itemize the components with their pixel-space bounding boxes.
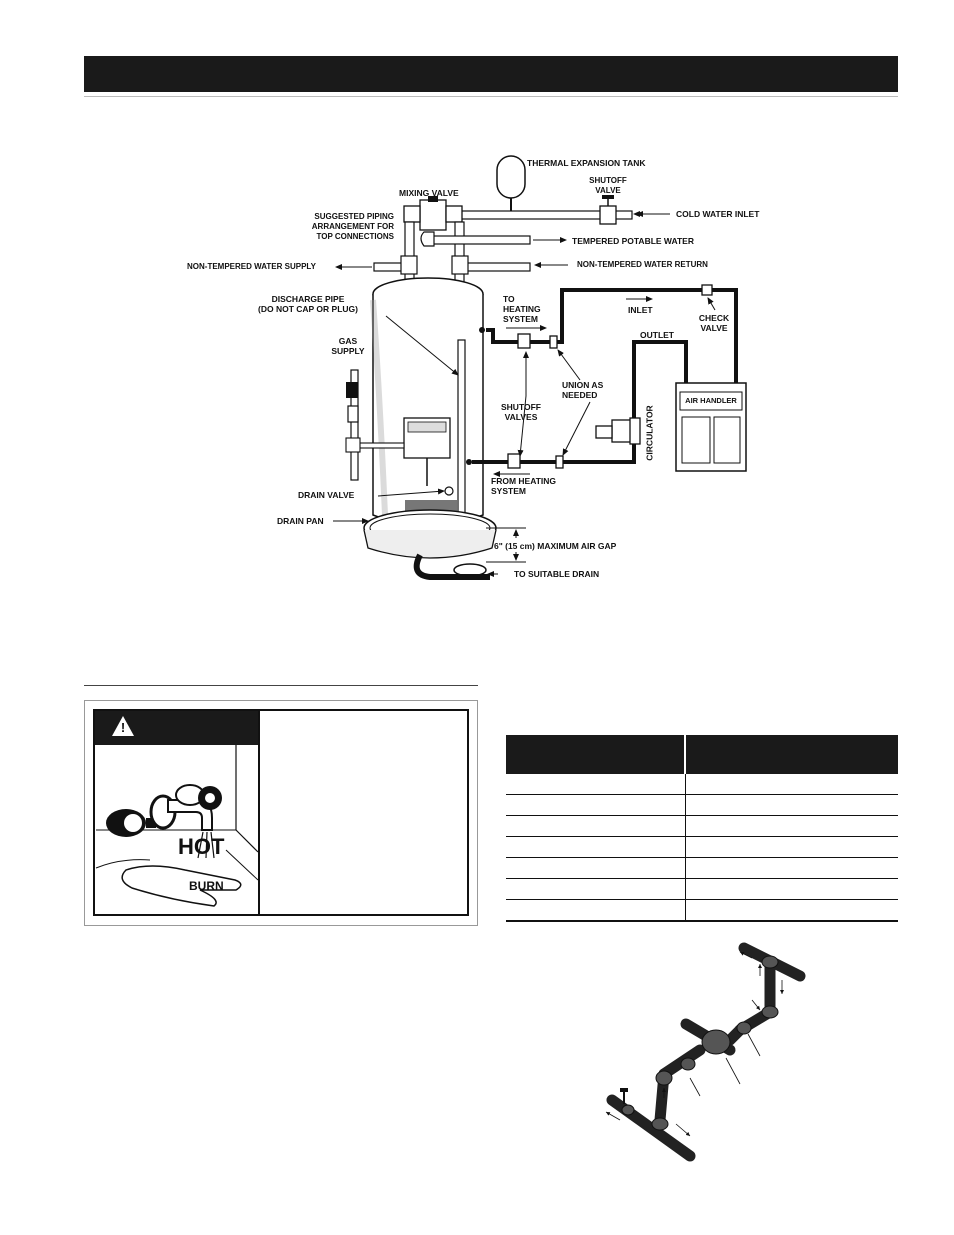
shutoff-valve-top	[599, 195, 617, 225]
label-from-heating-system: FROM HEATING SYSTEM	[491, 476, 557, 496]
label-shutoff-valve: SHUTOFF VALVE	[589, 176, 627, 195]
label-to-heating-system: TO HEATING SYSTEM	[503, 294, 541, 324]
union-lower	[555, 455, 564, 469]
shutoff-valve-lower	[507, 453, 521, 469]
section-rule	[84, 685, 478, 686]
table-row	[506, 774, 898, 795]
warning-box	[93, 709, 469, 916]
union-upper	[549, 335, 558, 349]
label-union-as-needed: UNION AS NEEDED	[562, 380, 604, 400]
table-row	[506, 815, 898, 837]
heating-loop	[472, 288, 738, 464]
label-shutoff-valves: SHUTOFF VALVES	[501, 402, 541, 422]
faucet-handle-left-icon	[106, 809, 156, 837]
label-cold-water-inlet: COLD WATER INLET	[676, 209, 760, 219]
table-row	[506, 857, 898, 879]
hand-icon	[121, 865, 242, 907]
warning-exclamation: !	[120, 720, 126, 735]
table-cell	[685, 774, 898, 795]
check-valve	[701, 284, 713, 296]
table-header-cell	[685, 735, 898, 774]
label-thermal-expansion-tank: THERMAL EXPANSION TANK	[527, 158, 646, 168]
table-cell	[685, 878, 898, 900]
label-suggested-piping: SUGGESTED PIPING ARRANGEMENT FOR TOP CON…	[311, 212, 394, 241]
label-tempered-potable-water: TEMPERED POTABLE WATER	[572, 236, 694, 246]
table-cell	[506, 774, 686, 795]
table-cell	[506, 857, 686, 879]
label-max-air-gap: 6" (15 cm) MAXIMUM AIR GAP	[494, 541, 617, 551]
header-rule	[84, 96, 898, 97]
table-cell	[506, 794, 686, 816]
gas-supply-pipe	[345, 369, 405, 481]
warning-triangle-icon	[112, 716, 134, 736]
label-inlet: INLET	[628, 305, 653, 315]
label-drain-pan: DRAIN PAN	[277, 516, 324, 526]
faucet-handle-right-icon	[175, 784, 222, 810]
label-drain-valve: DRAIN VALVE	[298, 490, 355, 500]
table-header-row	[506, 735, 898, 774]
air-handler	[675, 382, 747, 472]
burn-label: BURN	[189, 879, 224, 893]
table-cell	[506, 899, 686, 922]
drain-pan	[363, 509, 497, 580]
table-cell	[506, 836, 686, 858]
table-row	[506, 899, 898, 922]
label-discharge-pipe: DISCHARGE PIPE (DO NOT CAP OR PLUG)	[258, 294, 358, 314]
table-cell	[685, 836, 898, 858]
table-cell	[506, 878, 686, 900]
label-non-tempered-supply: NON-TEMPERED WATER SUPPLY	[187, 262, 316, 271]
label-to-suitable-drain: TO SUITABLE DRAIN	[514, 569, 600, 579]
table-row	[506, 836, 898, 858]
mixing-valve	[403, 196, 463, 231]
table-cell	[685, 899, 898, 922]
table-cell	[685, 857, 898, 879]
table-header-cell	[506, 735, 686, 774]
label-air-handler: AIR HANDLER	[685, 396, 737, 405]
label-mixing-valve: MIXING VALVE	[399, 188, 459, 198]
label-non-tempered-return: NON-TEMPERED WATER RETURN	[577, 260, 708, 269]
table-cell	[506, 815, 686, 837]
section-header-bar	[84, 56, 898, 92]
table-row	[506, 794, 898, 816]
table-cell	[685, 815, 898, 837]
warning-frame	[84, 700, 478, 926]
label-check-valve: CHECK VALVE	[698, 313, 730, 333]
circulator	[595, 417, 641, 445]
label-outlet: OUTLET	[640, 330, 674, 340]
table-cell	[685, 794, 898, 816]
hot-label: HOT	[178, 834, 225, 859]
table-row	[506, 878, 898, 900]
label-gas-supply: GAS SUPPLY	[331, 336, 365, 356]
warning-divider	[258, 711, 260, 914]
shutoff-valve-upper	[517, 333, 531, 349]
spec-table	[506, 735, 898, 922]
